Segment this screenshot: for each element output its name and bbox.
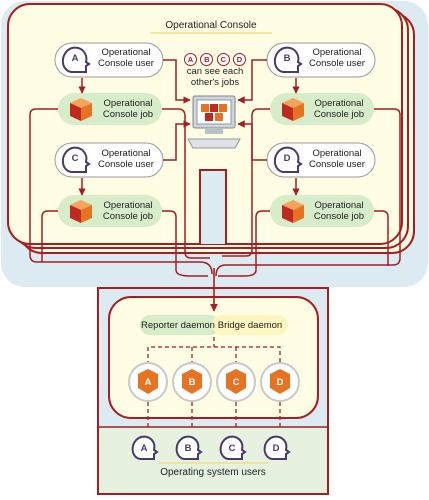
job-d-line1: Operational: [314, 200, 364, 211]
note-line2: other's jobs: [190, 77, 240, 88]
user-d-line2: Console user: [309, 159, 365, 170]
job-a-line2: Console job: [102, 109, 154, 120]
reporter-daemon-label: Reporter daemon: [141, 320, 215, 331]
user-c-line1: Operational: [101, 148, 151, 159]
os-user-a-letter: A: [140, 443, 148, 454]
user-d-label: Operational Console user: [303, 148, 371, 170]
job-b-label: Operational Console job: [307, 98, 371, 120]
job-c-label: Operational Console job: [96, 200, 160, 222]
frame-notch: [199, 169, 227, 244]
bridge-daemon-label: Bridge daemon: [217, 320, 283, 331]
user-c-line2: Console user: [98, 159, 154, 170]
note-badges: A B C D: [184, 53, 246, 66]
user-d-letter: D: [283, 153, 291, 164]
user-b-label: Operational Console user: [303, 47, 371, 69]
job-b-line2: Console job: [313, 109, 365, 120]
console-title: Operational Console: [165, 20, 257, 31]
reporter-pill: [140, 315, 220, 335]
process-a-letter: A: [144, 377, 152, 388]
user-c-label: Operational Console user: [92, 148, 160, 170]
note-badge-a: A: [184, 53, 197, 66]
user-a-line2: Console user: [98, 58, 154, 69]
job-a-label: Operational Console job: [96, 98, 160, 120]
note-badge-c: C: [216, 53, 230, 66]
note-text: can see each other's jobs: [176, 66, 254, 88]
user-a-line1: Operational: [101, 47, 151, 58]
user-b-letter: B: [283, 53, 291, 64]
user-d-line1: Operational: [312, 148, 362, 159]
os-users-label: Operating system users: [160, 467, 266, 478]
user-a-letter: A: [71, 53, 79, 64]
process-d-letter: D: [276, 377, 284, 388]
monitor: [187, 95, 241, 149]
job-c-line2: Console job: [102, 211, 154, 222]
user-a-label: Operational Console user: [92, 47, 160, 69]
job-a-line1: Operational: [103, 98, 153, 109]
process-c-letter: C: [232, 377, 240, 388]
note-badge-b: B: [200, 53, 214, 66]
job-cubes: [70, 98, 304, 223]
process-circles: [128, 362, 300, 402]
bridge-pill: [212, 315, 288, 335]
job-d-line2: Console job: [313, 211, 365, 222]
user-b-line2: Console user: [309, 58, 365, 69]
job-b-line1: Operational: [314, 98, 364, 109]
os-users-band: [99, 428, 327, 493]
process-b-letter: B: [188, 377, 196, 388]
user-heads: [61, 46, 303, 173]
note-badge-d: D: [232, 53, 246, 66]
user-b-line1: Operational: [312, 47, 362, 58]
job-c-line1: Operational: [103, 200, 153, 211]
job-d-label: Operational Console job: [307, 200, 371, 222]
user-c-letter: C: [71, 153, 79, 164]
os-user-heads: [131, 435, 291, 460]
note-line1: can see each: [186, 66, 244, 77]
os-user-d-letter: D: [272, 443, 280, 454]
os-user-b-letter: B: [184, 443, 192, 454]
os-user-c-letter: C: [228, 443, 236, 454]
